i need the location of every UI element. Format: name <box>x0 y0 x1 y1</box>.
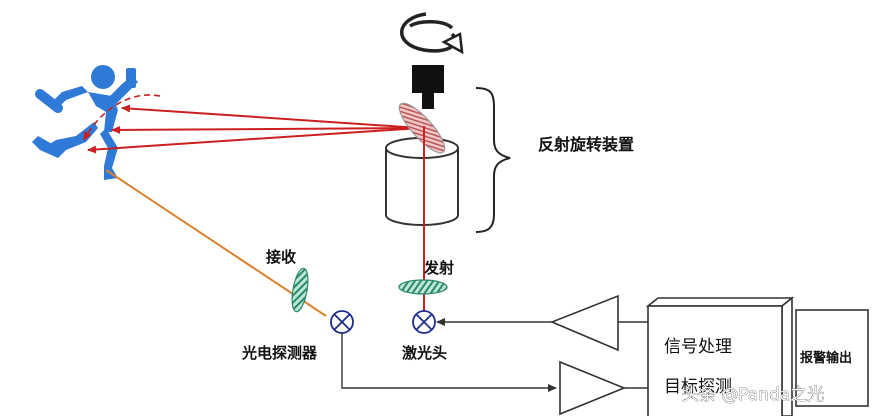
target-detection-label: 目标探测 <box>664 377 732 397</box>
person-arm-left <box>35 89 63 113</box>
reflect-rotate-device-label: 反射旋转装置 <box>538 135 634 154</box>
emit-label: 发射 <box>423 259 454 277</box>
signal-processing-box <box>645 296 795 416</box>
running-person-icon <box>32 65 138 180</box>
motor-block <box>412 65 444 93</box>
alarm-output-box <box>795 309 869 407</box>
reflective-mirror <box>398 102 446 154</box>
receiver-amplifier <box>559 360 627 416</box>
laser-beam-1 <box>121 104 421 129</box>
device-bracket <box>475 87 511 233</box>
rotate-arrow-icon <box>400 12 464 55</box>
signal-processing-label: 信号处理 <box>664 337 732 357</box>
alarm-output-label: 报警输出 <box>800 350 852 366</box>
driver-amplifier <box>549 294 619 352</box>
laser-head-icon <box>412 310 436 334</box>
receive-lens <box>291 267 309 313</box>
laser-beam-3 <box>87 127 421 154</box>
receive-label: 接收 <box>266 248 296 266</box>
return-beam <box>105 169 327 317</box>
scan-arc-dashed <box>83 94 161 141</box>
photodetector-icon <box>330 310 354 334</box>
laser-beams-outgoing <box>87 104 421 154</box>
motor-shaft <box>422 93 434 109</box>
emit-lens <box>398 279 448 295</box>
laser-beam-2 <box>111 125 421 134</box>
laser-head-label: 激光头 <box>402 344 447 362</box>
rotating-cylinder <box>385 137 459 226</box>
watermark-text: 头条 @Panda之光 <box>682 385 824 405</box>
detect-signal-line <box>341 333 557 392</box>
photodetector-label: 光电探测器 <box>241 344 318 362</box>
